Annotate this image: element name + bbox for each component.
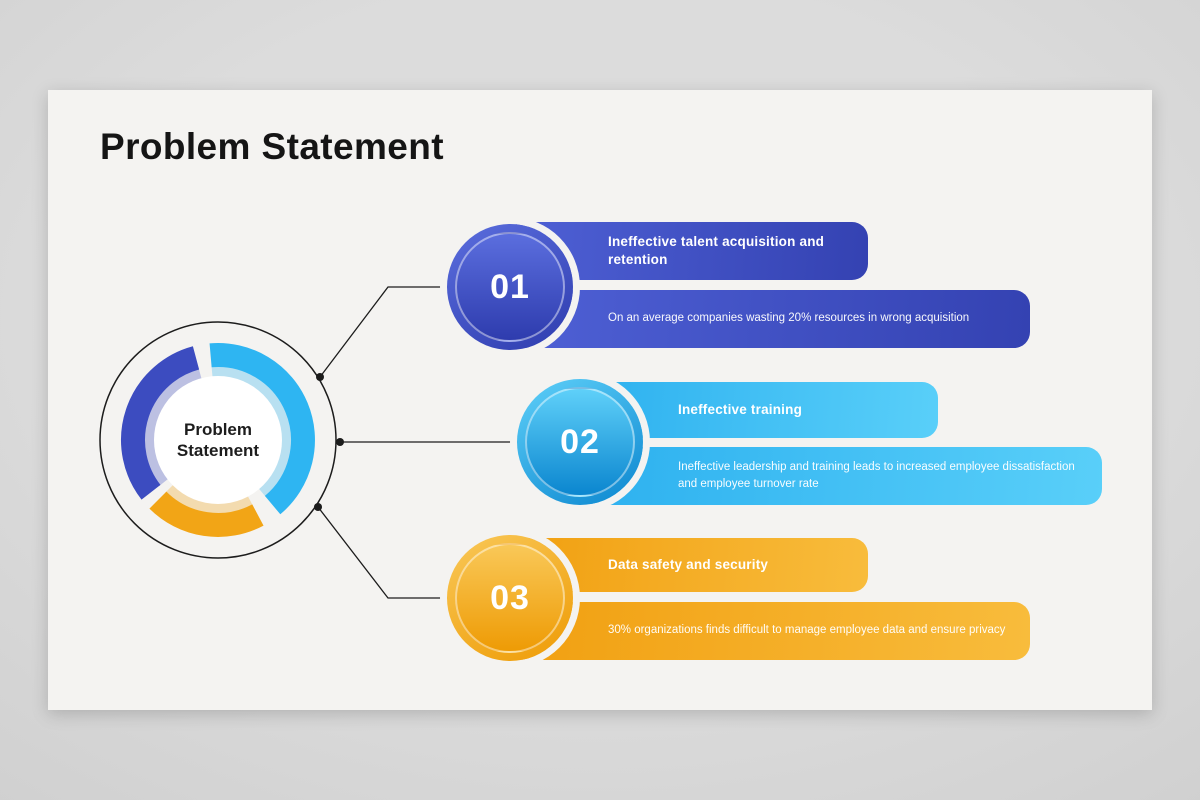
hub-segment-indigo-echo: [143, 367, 202, 487]
connector-line-3: [317, 506, 468, 599]
item-3-title: Data safety and security: [608, 556, 769, 572]
slide-canvas: Problem Statement Problem Statement Inef…: [48, 90, 1152, 710]
item-2-number: 02: [560, 422, 600, 461]
item-2-number-circle: 02: [517, 379, 643, 505]
item-2-description: Ineffective leadership and training lead…: [678, 460, 1075, 490]
item-3-number: 03: [490, 578, 530, 617]
connector-line-1: [319, 286, 468, 378]
item-1-description: On an average companies wasting 20% reso…: [608, 312, 970, 325]
connector-dot-1: [316, 373, 324, 381]
hub-label: Problem Statement: [176, 419, 260, 460]
item-1-description-bar: On an average companies wasting 20% reso…: [508, 290, 1030, 348]
hub-segment-orange: [149, 491, 264, 537]
item-3-description-bar: 30% organizations finds difficult to man…: [508, 602, 1030, 660]
item-1-title: Ineffective talent acquisition and reten…: [608, 233, 825, 267]
hub-center-circle: [154, 376, 282, 504]
item-2-number-inner-circle: 02: [525, 387, 635, 497]
item-3-number-circle: 03: [447, 535, 573, 661]
hub-segment-blue-echo: [211, 365, 294, 498]
item-1-number: 01: [490, 267, 530, 306]
item-3-number-inner-circle: 03: [455, 543, 565, 653]
hub-segment-orange-echo: [164, 484, 254, 515]
hub-outline-circle: [99, 321, 337, 559]
connector-dot-2: [336, 438, 344, 446]
item-1-number-circle: 01: [447, 224, 573, 350]
hub-and-connectors-graphic: [99, 286, 538, 599]
item-2-description-bar: Ineffective leadership and training lead…: [578, 447, 1102, 505]
hub-segment-indigo: [121, 346, 200, 500]
item-2-title: Ineffective training: [678, 401, 803, 417]
item-3-description: 30% organizations finds difficult to man…: [608, 624, 1006, 637]
hub-segment-blue: [209, 342, 315, 515]
page-title: Problem Statement: [100, 126, 444, 167]
item-1-number-inner-circle: 01: [455, 232, 565, 342]
